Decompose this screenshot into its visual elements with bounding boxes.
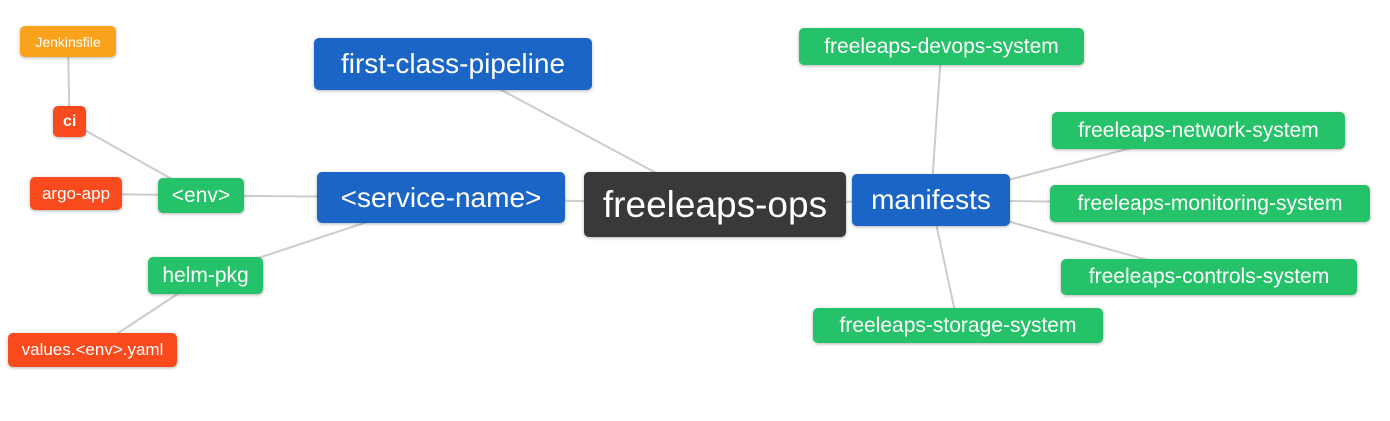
- node-freeleaps-controls-system[interactable]: freeleaps-controls-system: [1061, 259, 1357, 295]
- node-service-name[interactable]: <service-name>: [317, 172, 565, 223]
- node-env[interactable]: <env>: [158, 178, 244, 213]
- node-argo-app[interactable]: argo-app: [30, 177, 122, 210]
- node-ci[interactable]: ci: [53, 106, 87, 137]
- node-freeleaps-network-system[interactable]: freeleaps-network-system: [1052, 112, 1345, 149]
- node-first-class-pipeline[interactable]: first-class-pipeline: [314, 38, 592, 90]
- node-freeleaps-ops[interactable]: freeleaps-ops: [584, 172, 846, 237]
- node-values-env-yaml[interactable]: values.<env>.yaml: [8, 333, 177, 367]
- node-manifests[interactable]: manifests: [852, 174, 1010, 226]
- node-jenkinsfile[interactable]: Jenkinsfile: [20, 26, 116, 57]
- node-helm-pkg[interactable]: helm-pkg: [148, 257, 263, 294]
- node-freeleaps-devops-system[interactable]: freeleaps-devops-system: [799, 28, 1084, 65]
- node-freeleaps-storage-system[interactable]: freeleaps-storage-system: [813, 308, 1103, 343]
- node-freeleaps-monitoring-system[interactable]: freeleaps-monitoring-system: [1050, 185, 1370, 222]
